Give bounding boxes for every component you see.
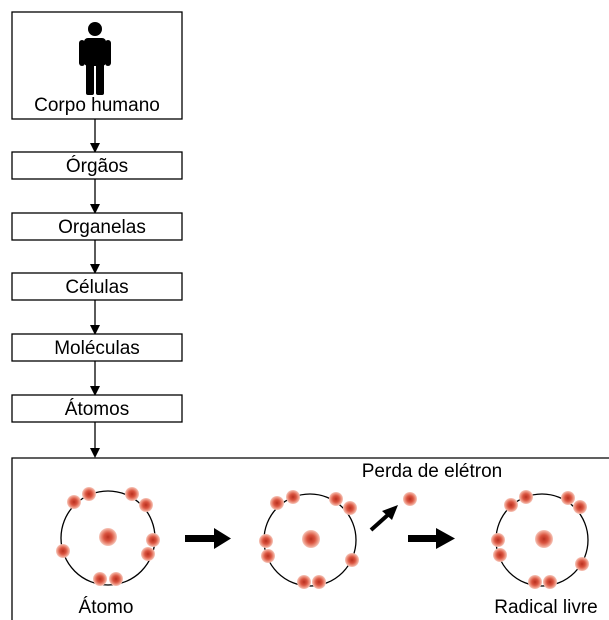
electron-loss-label: Perda de elétron [362, 461, 503, 482]
transition-arrow [408, 528, 455, 549]
electron [573, 500, 587, 514]
electron [561, 491, 575, 505]
electron [125, 487, 139, 501]
human-figure-icon [79, 22, 111, 95]
electrons [491, 490, 589, 589]
electron [109, 572, 123, 586]
level-box-human-body: Corpo humano [11, 11, 183, 120]
atom-diagram [56, 487, 160, 586]
level-label-cells: Células [65, 277, 128, 298]
level-label-molecules: Moléculas [54, 338, 140, 359]
level-label-atoms: Átomos [65, 399, 129, 420]
atom-diagram [259, 490, 359, 589]
electron [286, 490, 300, 504]
level-box-atoms: Átomos [11, 394, 183, 423]
electron [345, 553, 359, 567]
nucleus [99, 528, 117, 546]
electron [297, 575, 311, 589]
electron [261, 549, 275, 563]
electron [56, 544, 70, 558]
electron [259, 534, 273, 548]
electron [491, 533, 505, 547]
electron [82, 487, 96, 501]
electron [575, 557, 589, 571]
electron [141, 547, 155, 561]
electron [312, 575, 326, 589]
electron [493, 548, 507, 562]
radical-label: Radical livre [494, 597, 597, 618]
transition-arrow [185, 528, 231, 549]
atom-diagram [491, 490, 589, 589]
ejection-arrow [369, 505, 398, 532]
electron [504, 498, 518, 512]
electrons [56, 487, 160, 586]
electron [146, 533, 160, 547]
atom-panel-frame [11, 457, 609, 620]
electron [343, 501, 357, 515]
level-box-organs: Órgãos [11, 151, 183, 180]
electron [139, 498, 153, 512]
electrons [259, 490, 359, 589]
level-box-organelles: Organelas [11, 212, 183, 241]
electron [329, 492, 343, 506]
electron [93, 572, 107, 586]
atom-label: Átomo [79, 597, 134, 618]
level-label-organelles: Organelas [58, 217, 146, 238]
level-label-human-body: Corpo humano [34, 95, 160, 116]
level-box-molecules: Moléculas [11, 333, 183, 362]
electron [67, 495, 81, 509]
electron [528, 575, 542, 589]
level-box-cells: Células [11, 272, 183, 301]
level-label-organs: Órgãos [66, 155, 128, 177]
nucleus [302, 530, 320, 548]
electron [543, 575, 557, 589]
lost-electron [403, 492, 417, 506]
electron [519, 490, 533, 504]
nucleus [535, 530, 553, 548]
electron [270, 496, 284, 510]
